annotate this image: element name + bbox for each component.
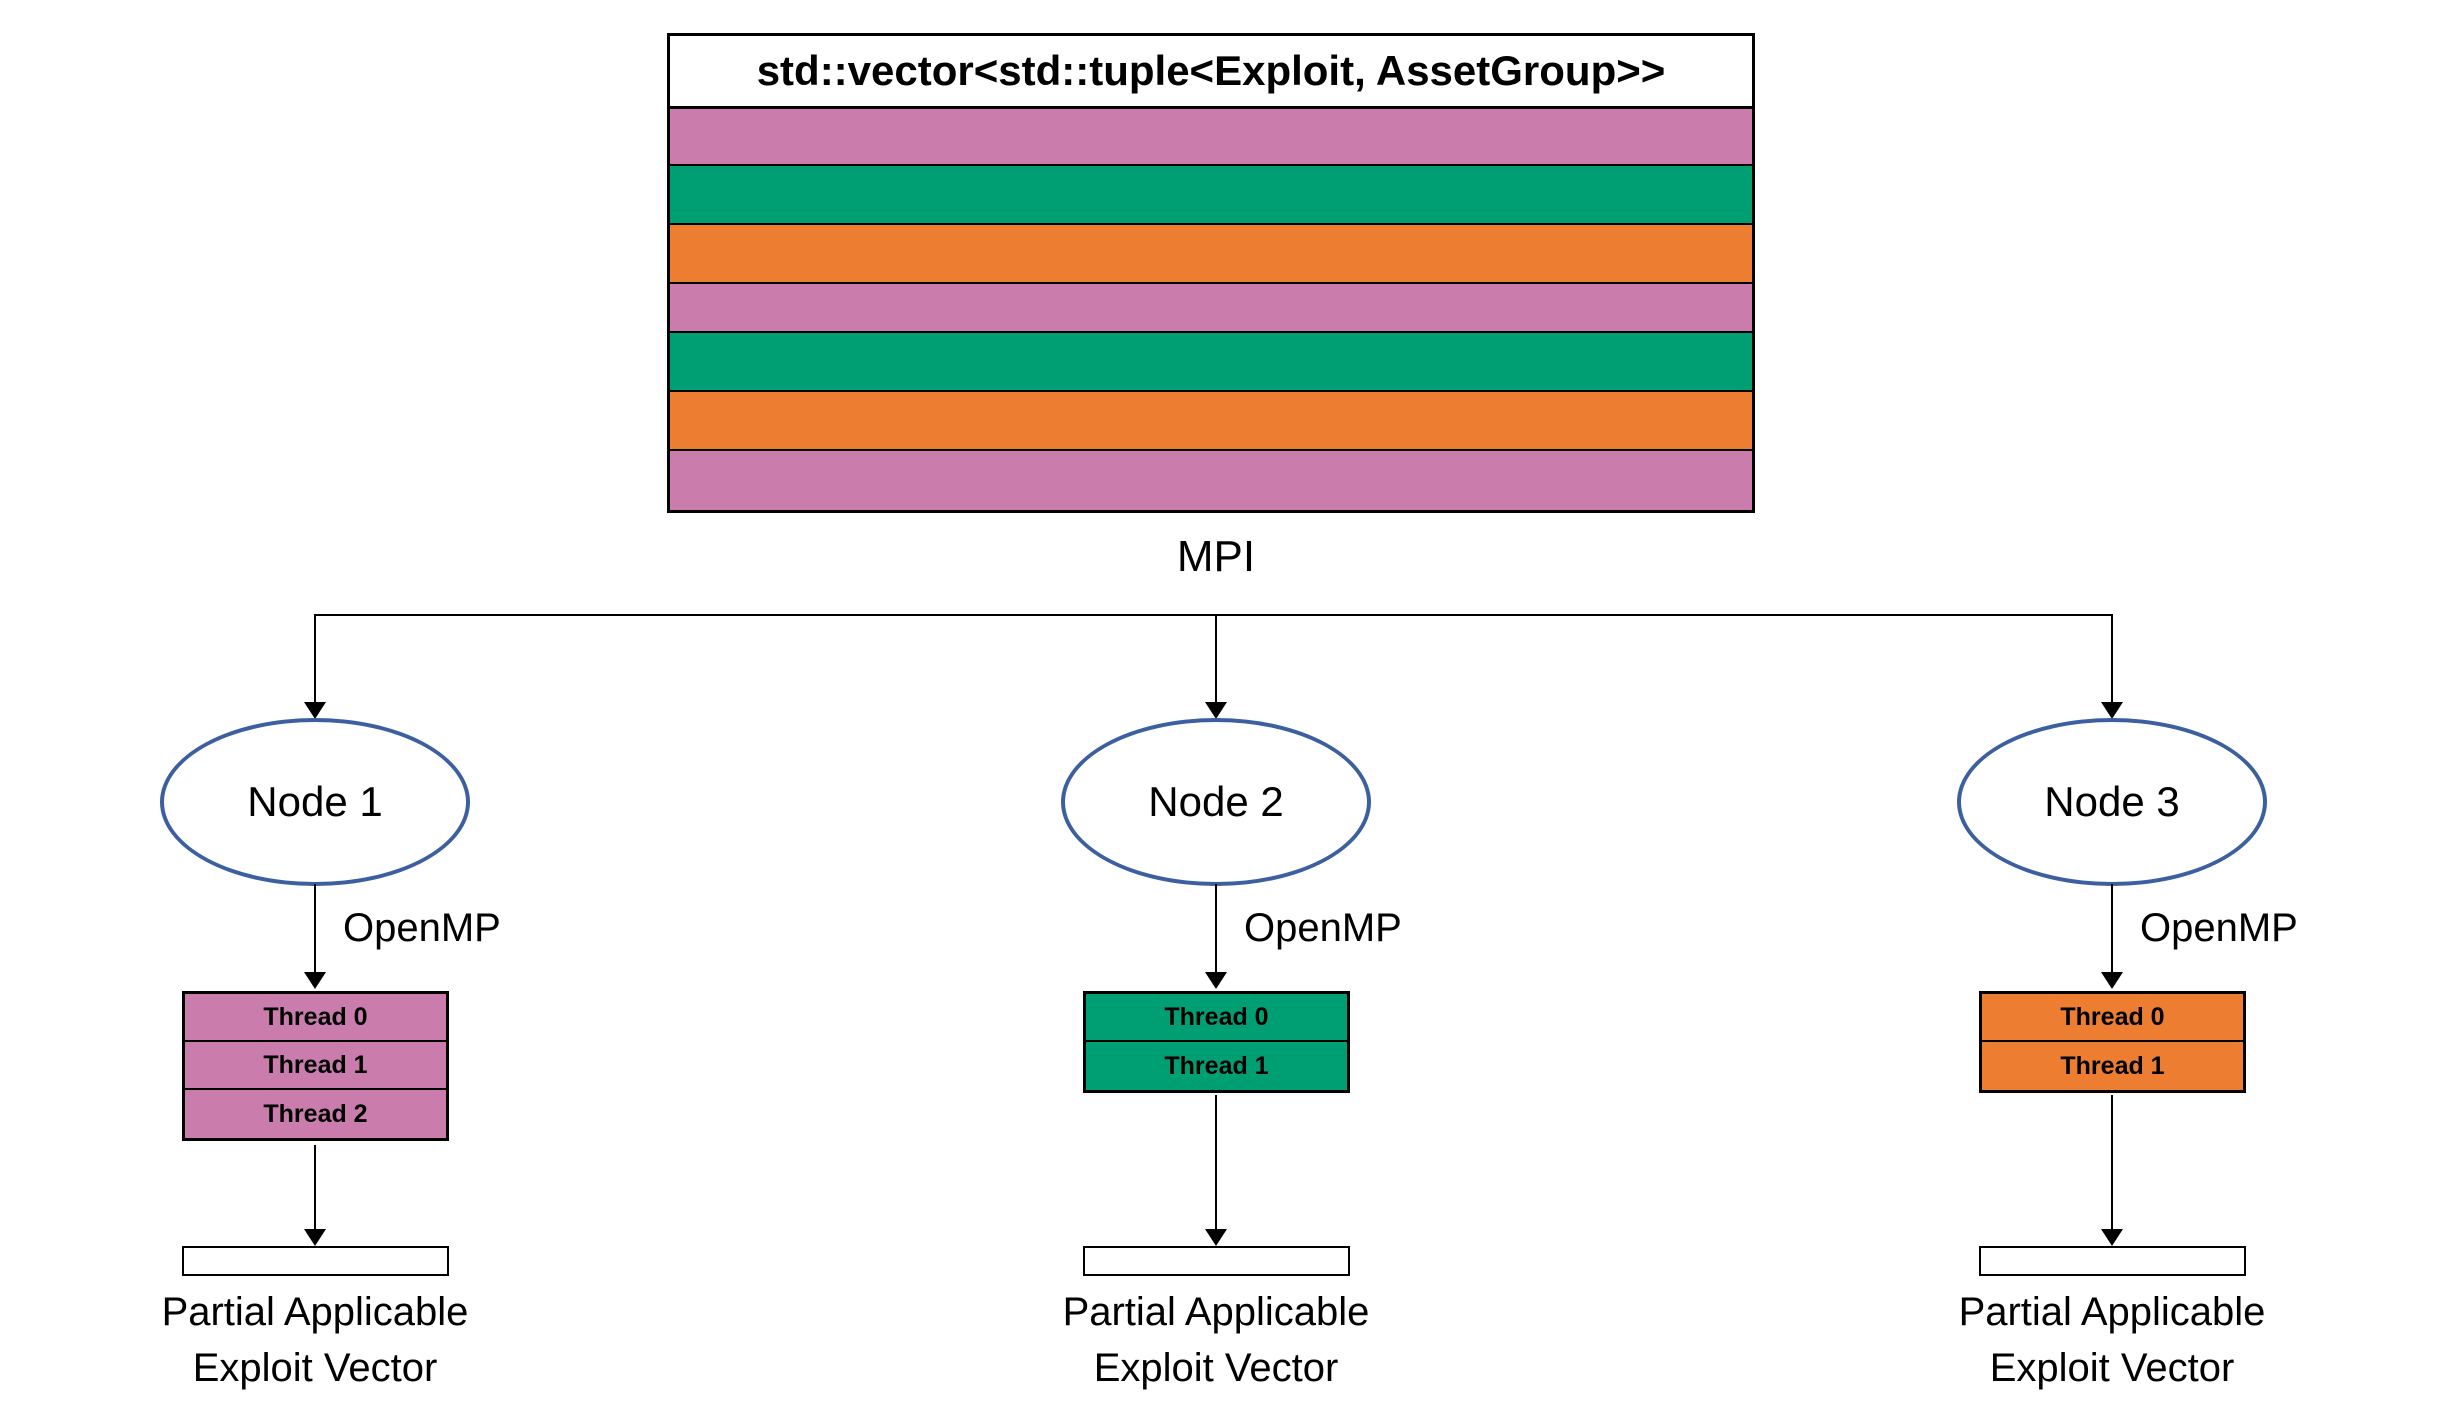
node2-openmp-line: [1215, 884, 1217, 974]
arrowhead-down-icon: [2101, 702, 2123, 719]
vector-segment: [670, 451, 1752, 510]
caption-line: Exploit Vector: [1989, 1346, 2235, 1390]
exploit-vector-box: std::vector<std::tuple<Exploit, AssetGro…: [667, 33, 1755, 513]
arrowhead-down-icon: [1205, 1229, 1227, 1246]
mpi-branch-line-node3: [2111, 614, 2113, 704]
node1-label: Node 1: [247, 778, 383, 825]
node1-output-line: [314, 1145, 316, 1231]
node1-thread-stack: Thread 0 Thread 1 Thread 2: [182, 991, 449, 1141]
mpi-branch-line-node1: [314, 614, 316, 704]
arrowhead-down-icon: [304, 972, 326, 989]
node2-output-box: [1083, 1246, 1350, 1276]
thread-row: Thread 1: [2060, 1051, 2165, 1080]
node2-output-line: [1215, 1095, 1217, 1231]
node2-label: Node 2: [1148, 778, 1284, 825]
node1-ellipse: Node 1: [160, 718, 470, 886]
caption-line: Exploit Vector: [192, 1346, 438, 1390]
node1-output-caption: Partial Applicable Exploit Vector: [65, 1284, 565, 1396]
mpi-branch-line-node2: [1215, 614, 1217, 704]
node2-openmp-label: OpenMP: [1244, 906, 1402, 950]
arrowhead-down-icon: [2101, 972, 2123, 989]
vector-segment: [670, 283, 1752, 334]
node3-ellipse: Node 3: [1957, 718, 2267, 886]
thread-row: Thread 0: [185, 994, 446, 1042]
node3-output-line: [2111, 1095, 2113, 1231]
arrowhead-down-icon: [1205, 702, 1227, 719]
vector-segment: [670, 109, 1752, 167]
arrowhead-down-icon: [304, 1229, 326, 1246]
caption-line: Partial Applicable: [1062, 1290, 1370, 1334]
vector-segment: [670, 166, 1752, 225]
node3-output-caption: Partial Applicable Exploit Vector: [1862, 1284, 2362, 1396]
node1-openmp-label: OpenMP: [343, 906, 501, 950]
mpi-branch-horizontal-line: [314, 614, 2113, 616]
thread-row: Thread 0: [1086, 994, 1347, 1042]
node2-thread-stack: Thread 0 Thread 1: [1083, 991, 1350, 1093]
arrowhead-down-icon: [1205, 972, 1227, 989]
vector-segment: [670, 224, 1752, 284]
node3-openmp-line: [2111, 884, 2113, 974]
caption-line: Partial Applicable: [1958, 1290, 2266, 1334]
node3-label: Node 3: [2044, 778, 2180, 825]
caption-line: Exploit Vector: [1093, 1346, 1339, 1390]
thread-row: Thread 1: [185, 1042, 446, 1090]
vector-segment: [670, 333, 1752, 393]
thread-row: Thread 0: [1982, 994, 2243, 1042]
arrowhead-down-icon: [2101, 1229, 2123, 1246]
thread-row: Thread 2: [263, 1099, 368, 1128]
node2-ellipse: Node 2: [1061, 718, 1371, 886]
node1-output-box: [182, 1246, 449, 1276]
node1-openmp-line: [314, 884, 316, 974]
node3-output-box: [1979, 1246, 2246, 1276]
node3-thread-stack: Thread 0 Thread 1: [1979, 991, 2246, 1093]
arrowhead-down-icon: [304, 702, 326, 719]
mpi-label: MPI: [1176, 532, 1256, 581]
node3-openmp-label: OpenMP: [2140, 906, 2298, 950]
node2-output-caption: Partial Applicable Exploit Vector: [966, 1284, 1466, 1396]
thread-row: Thread 1: [1164, 1051, 1269, 1080]
vector-segment: [670, 392, 1752, 452]
caption-line: Partial Applicable: [161, 1290, 469, 1334]
vector-box-title: std::vector<std::tuple<Exploit, AssetGro…: [670, 36, 1752, 109]
